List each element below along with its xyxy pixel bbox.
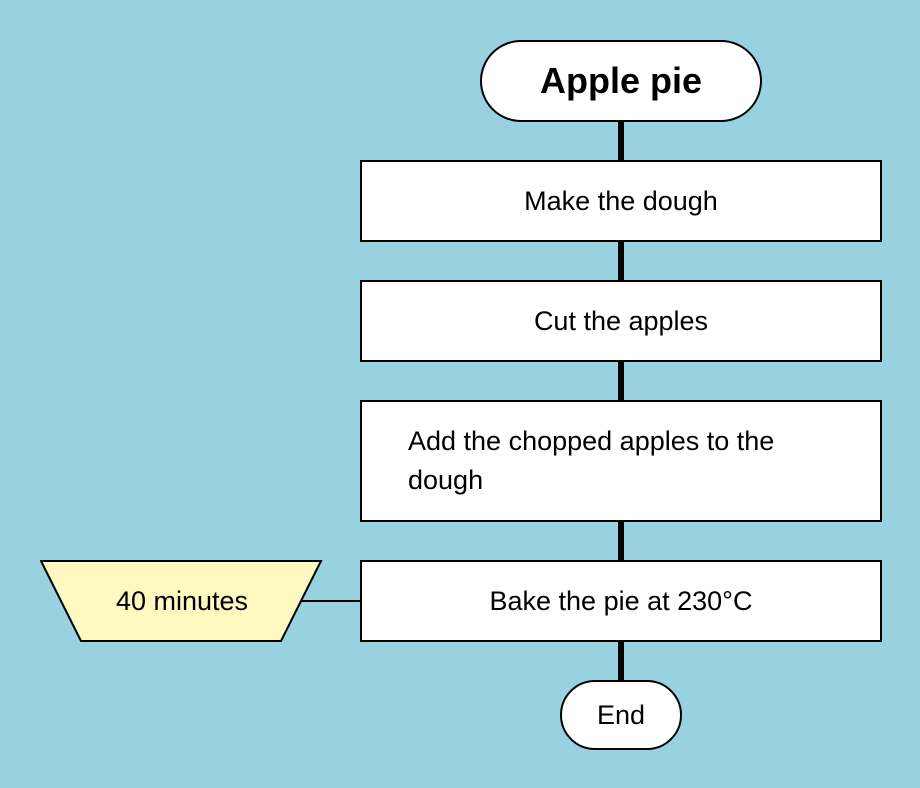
connector-step1-to-step2 [618, 242, 624, 280]
connector-step2-to-step3 [618, 362, 624, 400]
connector-start-to-step1 [618, 122, 624, 160]
step-label: Bake the pie at 230°C [489, 585, 753, 616]
connector-annotation-to-step4 [300, 600, 360, 602]
end-label: End [596, 699, 646, 730]
connector-step4-to-end [618, 642, 624, 680]
process-step-bake-pie[interactable]: Bake the pie at 230°C [360, 560, 882, 642]
annotation-label: 40 minutes [115, 585, 249, 616]
step-label: Make the dough [524, 185, 718, 216]
trapezoid-shape [40, 560, 323, 642]
end-terminal[interactable]: End [560, 680, 682, 750]
start-terminal[interactable]: Apple pie [480, 40, 762, 122]
step-label: Add the chopped apples to the dough [408, 426, 775, 495]
start-label: Apple pie [539, 60, 703, 101]
process-step-make-dough[interactable]: Make the dough [360, 160, 882, 242]
process-step-add-apples[interactable]: Add the chopped apples to the dough [360, 400, 882, 522]
process-step-cut-apples[interactable]: Cut the apples [360, 280, 882, 362]
manual-operation-shape[interactable] [40, 560, 324, 642]
connector-step3-to-step4 [618, 522, 624, 560]
step-label: Cut the apples [533, 305, 709, 336]
